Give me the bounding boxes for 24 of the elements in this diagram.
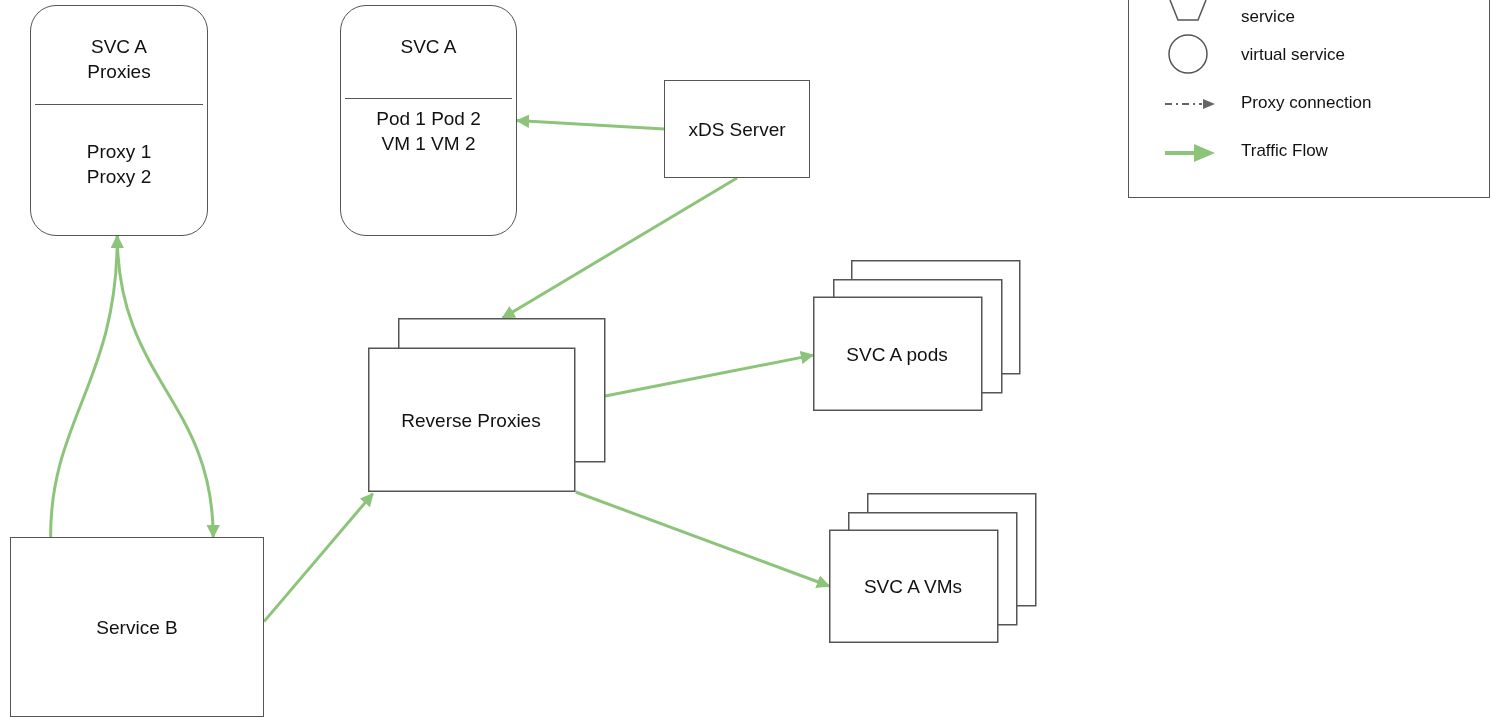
box-heading: SVC A Proxies (86, 35, 152, 84)
stacked-box (829, 493, 1035, 643)
arrow (501, 176, 738, 320)
process-box (664, 80, 810, 178)
box-label: Service B (95, 615, 179, 640)
stacked-box (368, 318, 604, 492)
service-box (10, 537, 264, 717)
box-heading: SVC A (399, 35, 458, 59)
arrow (115, 235, 220, 539)
box-list: Pod 1 Pod 2 VM 1 VM 2 (371, 106, 486, 156)
service-box (30, 5, 208, 236)
legend-label: Traffic Flow (1241, 141, 1328, 161)
legend-label: virtual service (1241, 45, 1345, 65)
box-label: Reverse Proxies (400, 408, 542, 433)
box-label: SVC A VMs (862, 575, 964, 599)
service-box (340, 5, 517, 236)
legend-label: service (1241, 7, 1295, 27)
arrow (515, 114, 665, 131)
legend-label: Proxy connection (1241, 93, 1372, 113)
box-list: Proxy 1 Proxy 2 (61, 139, 177, 189)
box-label: xDS Server (687, 117, 787, 142)
arrow (262, 492, 374, 623)
stacked-box (813, 260, 1019, 411)
box-label: SVC A pods (845, 342, 949, 367)
